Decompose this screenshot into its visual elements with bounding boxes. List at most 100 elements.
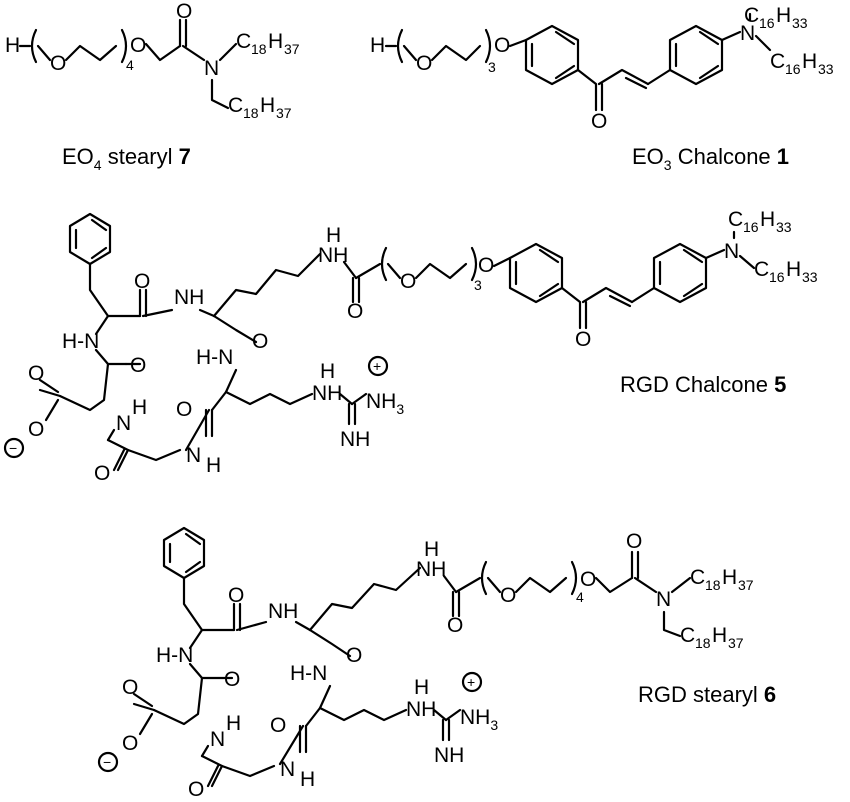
subscript: 18	[705, 577, 721, 593]
atom-h: H	[786, 258, 801, 281]
atom-o: O	[94, 462, 110, 485]
atom-o: O	[130, 354, 146, 377]
atom-o: O	[270, 714, 286, 737]
atom-nh3: NH3	[366, 390, 404, 417]
atom-o: O	[228, 584, 244, 607]
subscript: 37	[276, 105, 292, 121]
subscript: 37	[728, 635, 744, 651]
atom-h: H	[5, 34, 20, 57]
atom-o: O	[500, 584, 516, 607]
atom-hn: H-N	[156, 644, 193, 667]
svg-text:RGD stearyl 6: RGD stearyl 6	[638, 682, 776, 707]
caption-rgd-chalcone: RGD Chalcone 5	[620, 372, 786, 397]
svg-text:EO3 Chalcone 1: EO3 Chalcone 1	[632, 144, 789, 173]
atom-c: C	[690, 566, 705, 589]
atom-n: N	[656, 588, 671, 611]
negative-charge: −	[9, 440, 17, 456]
atom-o: O	[346, 644, 362, 667]
caption-eo4-stearyl: EO4 stearyl 7	[62, 144, 191, 173]
atom-o: O	[28, 418, 44, 441]
atom-nh: NH	[434, 744, 464, 767]
atom-o: O	[28, 362, 44, 385]
atom-nh: NH	[340, 428, 370, 451]
atom-o: O	[416, 52, 432, 75]
structure-rgd-stearyl: O NH NH H O O 4 O O N C 18 H 37 C 18 H 3…	[97, 526, 754, 801]
subscript: 18	[695, 635, 711, 651]
subscript: 16	[769, 269, 785, 285]
atom-o: O	[447, 614, 463, 637]
atom-o: O	[591, 110, 607, 133]
subscript: 33	[776, 219, 792, 235]
atom-c: C	[728, 208, 743, 231]
positive-charge: +	[373, 358, 381, 374]
atom-n: N	[204, 57, 219, 80]
atom-h: H	[206, 454, 221, 477]
subscript: 18	[243, 105, 259, 121]
atom-hn: H-N	[290, 662, 327, 685]
atom-n: N	[116, 412, 131, 435]
atom-h: H	[268, 30, 283, 53]
atom-nh: NH	[312, 382, 342, 405]
atom-o: O	[130, 34, 146, 57]
atom-h: H	[320, 360, 335, 383]
atom-o: O	[134, 270, 150, 293]
subscript: 37	[738, 577, 754, 593]
atom-h: H	[370, 34, 385, 57]
atom-nh: NH	[318, 244, 348, 267]
atom-o: O	[224, 668, 240, 691]
atom-o: O	[122, 732, 138, 755]
atom-n: N	[740, 22, 755, 45]
atom-o: O	[122, 676, 138, 699]
atom-h: H	[802, 50, 817, 73]
repeat-count: 4	[126, 57, 134, 73]
atom-c: C	[680, 624, 695, 647]
atom-nh: NH	[406, 698, 436, 721]
atom-n: N	[210, 728, 225, 751]
atom-nh3: NH3	[460, 706, 498, 733]
atom-n: N	[724, 240, 739, 263]
atom-o: O	[494, 34, 510, 57]
atom-h: H	[776, 4, 791, 27]
atom-c: C	[228, 94, 243, 117]
subscript: 33	[802, 269, 818, 285]
repeat-count: 3	[488, 59, 496, 75]
atom-o: O	[347, 300, 363, 323]
subscript: 33	[818, 61, 834, 77]
caption-rgd-stearyl: RGD stearyl 6	[638, 682, 776, 707]
negative-charge: −	[103, 754, 111, 770]
positive-charge: +	[467, 674, 475, 690]
subscript: 16	[743, 219, 759, 235]
atom-h: H	[132, 396, 147, 419]
atom-h: H	[226, 712, 241, 735]
atom-o: O	[176, 0, 192, 23]
atom-h: H	[414, 676, 429, 699]
atom-c: C	[770, 50, 785, 73]
atom-o: O	[400, 270, 416, 293]
atom-nh: NH	[174, 286, 204, 309]
atom-o: O	[50, 52, 66, 75]
atom-hn: H-N	[62, 330, 99, 353]
atom-h: H	[424, 538, 439, 561]
atom-n: N	[280, 758, 295, 781]
subscript: 33	[792, 15, 808, 31]
svg-text:RGD Chalcone 5: RGD Chalcone 5	[620, 372, 786, 397]
atom-h: H	[300, 768, 315, 791]
atom-o: O	[575, 328, 591, 351]
atom-nh: NH	[416, 558, 446, 581]
atom-h: H	[722, 566, 737, 589]
atom-o: O	[252, 330, 268, 353]
structure-rgd-chalcone: O NH NH H O O 3 O O N C 16 H 33 C	[3, 208, 818, 485]
atom-o: O	[188, 778, 204, 801]
atom-nh: NH	[268, 600, 298, 623]
atom-o: O	[626, 530, 642, 553]
atom-h: H	[326, 224, 341, 247]
subscript: 37	[284, 41, 300, 57]
caption-eo3-chalcone: EO3 Chalcone 1	[632, 144, 789, 173]
svg-text:EO4 stearyl 7: EO4 stearyl 7	[62, 144, 191, 173]
structure-eo4-stearyl: H O 4 O O N C 18 H 37 C 18 H 37	[5, 0, 300, 121]
atom-n: N	[186, 444, 201, 467]
repeat-count: 3	[474, 277, 482, 293]
repeat-count: 4	[576, 589, 584, 605]
atom-h: H	[760, 208, 775, 231]
